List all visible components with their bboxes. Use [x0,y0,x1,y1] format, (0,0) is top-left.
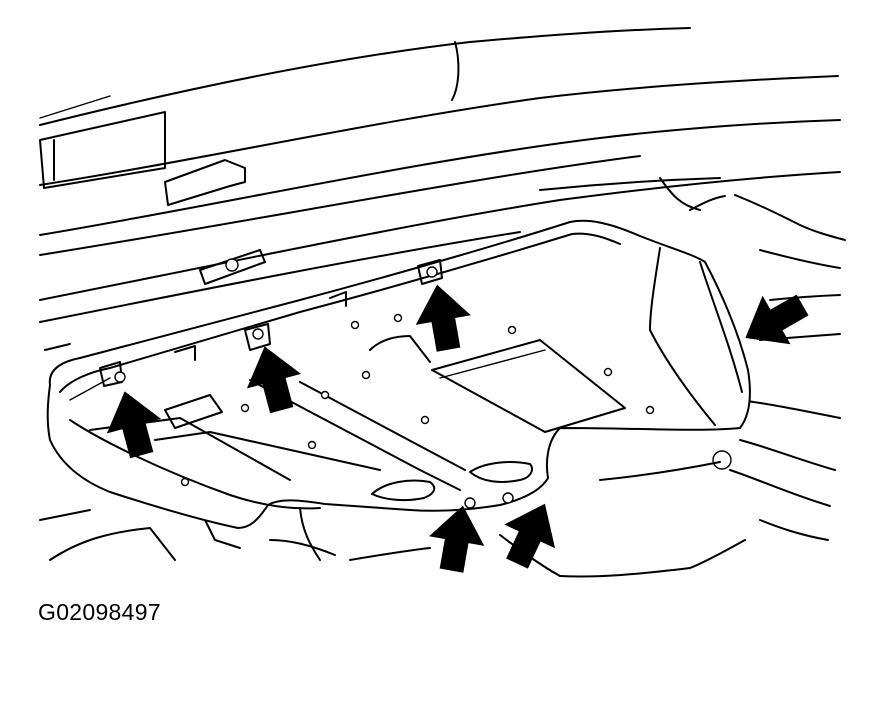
arrow-icon [246,346,302,414]
figure-code-label: G02098497 [38,599,161,625]
arrow-icon [415,284,471,352]
arrow-icon [429,505,485,573]
engine-under-cover [46,219,751,529]
fastener-arrows [106,284,809,573]
arrow-icon [504,503,556,569]
arrow-icon [106,391,162,459]
arrow-icon [745,294,809,345]
vehicle-body-lines [39,27,846,578]
